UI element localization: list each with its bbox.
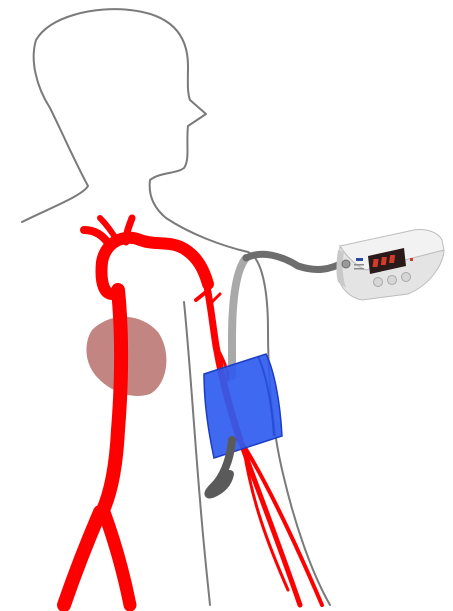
monitor-label-line-1 [354,264,364,266]
monitor-logo-icon [356,258,363,261]
left-iliac-icon [64,512,100,605]
air-tube-rear-icon [232,258,246,376]
left-carotid-icon [84,230,110,246]
blood-pressure-monitor-icon [337,229,445,300]
monitor-button-1 [374,278,383,287]
monitor-label-line-2 [354,268,364,270]
radial-artery-icon [240,440,300,605]
right-iliac-icon [104,512,130,605]
artery-spur-2 [212,294,220,302]
blood-pressure-cuff-icon [204,354,282,458]
monitor-button-2 [388,276,397,285]
monitor-button-3 [402,273,411,282]
monitor-connector-icon [342,260,350,268]
inner-arm-outline [184,302,210,605]
monitor-led-icon [410,258,413,261]
artery-spur-1 [196,292,206,300]
